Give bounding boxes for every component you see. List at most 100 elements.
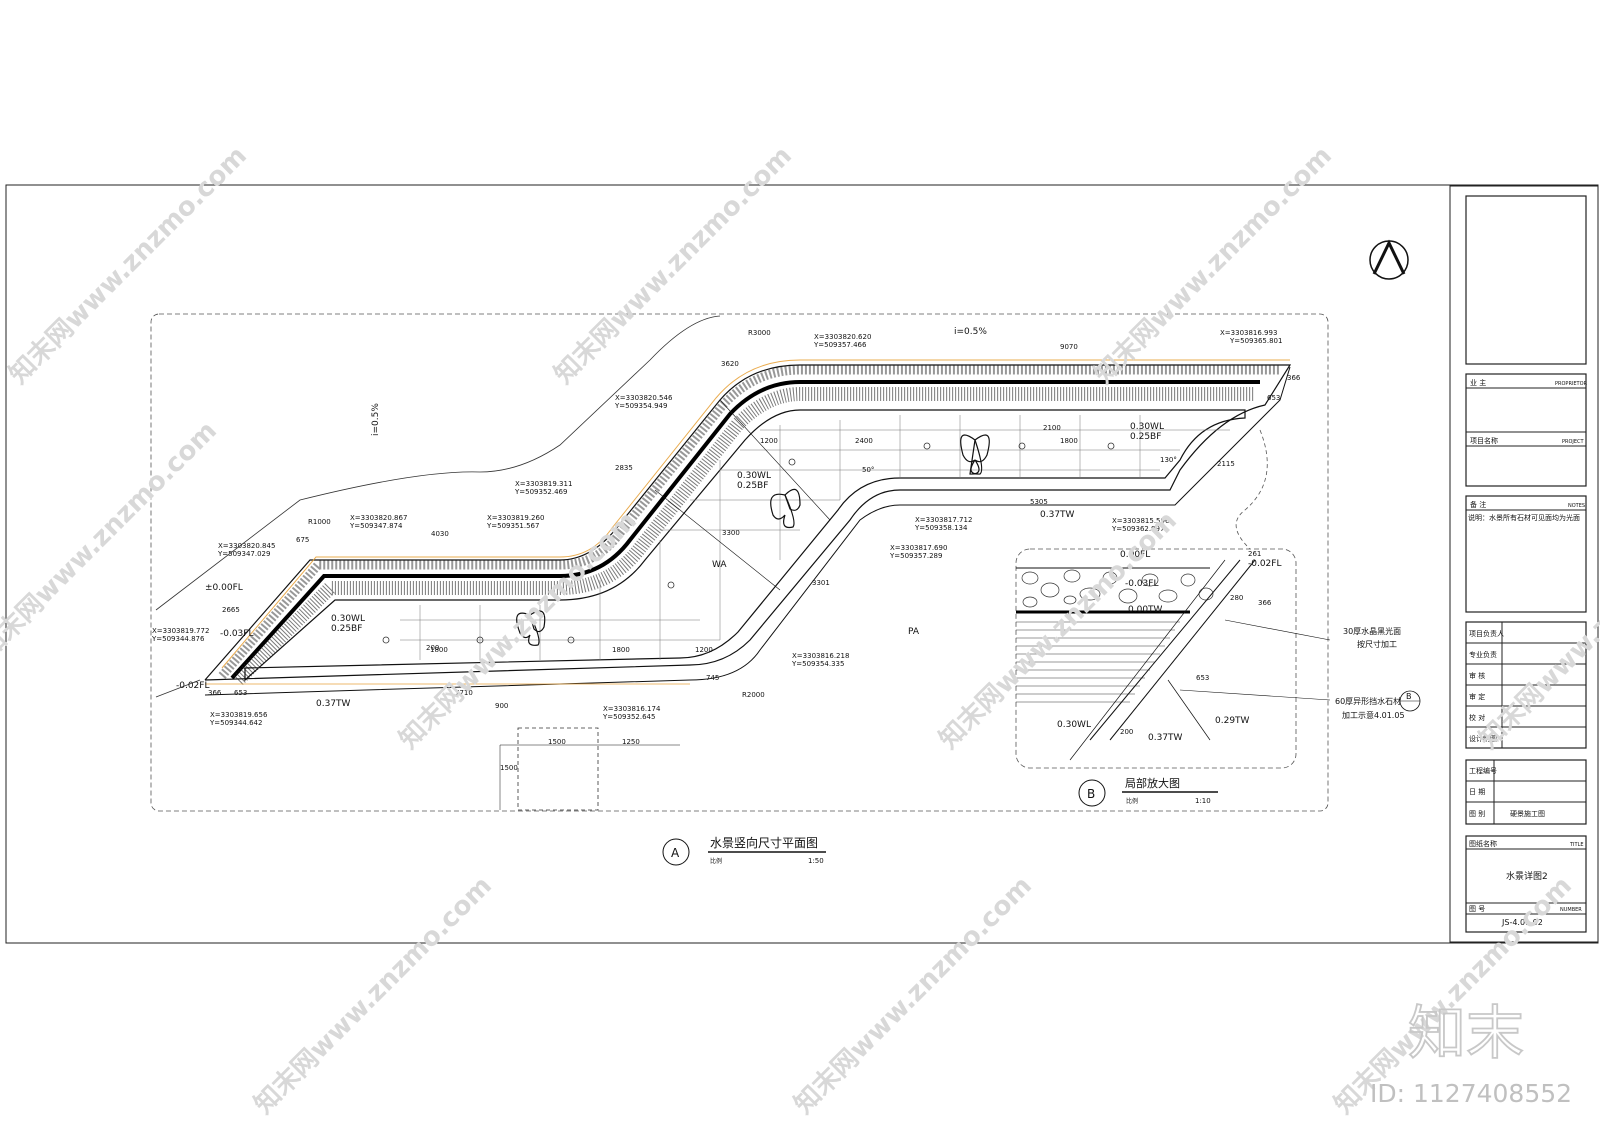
svg-text:X=3303819.311: X=3303819.311 <box>515 480 572 488</box>
tb-drawing-no-label: 图 号 <box>1469 905 1485 913</box>
tb-date: 日 期 <box>1469 788 1485 796</box>
svg-text:Y=509354.335: Y=509354.335 <box>791 660 844 668</box>
tb-category-value: 硬景施工图 <box>1510 809 1545 818</box>
detail-level: 0.30WL <box>1057 720 1091 730</box>
dim-label: 1800 <box>612 646 630 654</box>
plan-drawing: ±0.00FL -0.03FL -0.02FL 0.30WL 0.25BF 0.… <box>150 313 1329 866</box>
coordinate-label: X=3303820.546 Y=509354.949 <box>614 394 673 410</box>
detail-note: 加工示意4.01.05 <box>1342 710 1405 720</box>
tb-role: 校 对 <box>1469 713 1485 722</box>
svg-text:Y=509344.876: Y=509344.876 <box>151 635 205 643</box>
svg-text:Y=509351.567: Y=509351.567 <box>486 522 539 530</box>
drawing-b-scale-value: 1:10 <box>1195 797 1211 805</box>
tb-drawing-name-value: 水景详图2 <box>1506 870 1548 882</box>
svg-text:X=3303817.690: X=3303817.690 <box>890 544 947 552</box>
svg-text:Y=509358.134: Y=509358.134 <box>914 524 968 532</box>
svg-text:Y=509357.289: Y=509357.289 <box>889 552 942 560</box>
planter-box <box>517 727 599 811</box>
svg-text:X=3303819.260: X=3303819.260 <box>487 514 544 522</box>
dim-label: R2000 <box>742 691 765 699</box>
level-label: 0.25BF <box>331 624 362 634</box>
dim-label: 1800 <box>430 646 448 654</box>
drawing-a-title: 水景竖向尺寸平面图 <box>710 835 818 850</box>
svg-text:X=3303819.772: X=3303819.772 <box>152 627 209 635</box>
watermark-text: 知末网www.znzmo.com <box>549 141 798 390</box>
svg-text:Y=509352.469: Y=509352.469 <box>514 488 567 496</box>
dim-label: 1500 <box>500 764 518 772</box>
dim-label: R3000 <box>748 329 771 337</box>
watermark-text: 知末网www.znzmo.com <box>789 871 1038 1120</box>
detail-level: 0.29TW <box>1215 716 1250 726</box>
detail-dim: 653 <box>1196 674 1209 682</box>
svg-text:Y=509362.997: Y=509362.997 <box>1111 525 1164 533</box>
dim-label: 2400 <box>855 437 873 445</box>
dim-label: 366 <box>1287 374 1301 382</box>
sheet-border <box>5 184 1599 944</box>
dim-label: 130° <box>1160 456 1177 464</box>
tb-drawing-name-label: 图纸名称 <box>1469 839 1497 848</box>
dim-label: 366 <box>208 689 222 697</box>
dim-label: 1200 <box>695 646 713 654</box>
tb-notes-en: NOTES <box>1568 503 1585 509</box>
detail-level: 0.00TW <box>1128 605 1163 615</box>
watermark-text: 知末网www.znzmo.com <box>249 871 498 1120</box>
detail-dim: 261 <box>1248 550 1261 558</box>
coordinate-label: X=3303820.845 Y=509347.029 <box>217 542 275 558</box>
dim-label: 1200 <box>760 437 778 445</box>
stone-band <box>204 364 1292 681</box>
dim-label: 200 <box>426 644 439 652</box>
svg-text:X=3303816.993: X=3303816.993 <box>1220 329 1277 337</box>
tb-role: 专业负责 <box>1469 650 1497 659</box>
dim-label: R1000 <box>308 518 331 526</box>
dim-label: 2665 <box>222 606 240 614</box>
pebble-texture <box>1021 569 1214 608</box>
dim-label: 653 <box>1267 394 1280 402</box>
drawing-b-marker <box>1078 779 1106 807</box>
watermark-text: 知末网www.znzmo.com <box>1089 141 1338 390</box>
svg-text:Y=509347.874: Y=509347.874 <box>349 522 403 530</box>
detail-dim: 200 <box>1120 728 1133 736</box>
coordinate-label: X=3303819.772 Y=509344.876 <box>151 627 209 643</box>
svg-text:Y=509357.466: Y=509357.466 <box>813 341 867 349</box>
coordinate-label: X=3303816.174 Y=509352.645 <box>602 705 661 721</box>
coordinate-label: X=3303815.596 Y=509362.997 <box>1111 517 1170 533</box>
drawing-b-scale-label: 比例 <box>1126 797 1138 805</box>
detail-dim: 366 <box>1258 599 1272 607</box>
channel-edge <box>230 380 1260 680</box>
dim-label: 9070 <box>1060 343 1078 351</box>
drawing-a-scale-label: 比例 <box>710 857 722 865</box>
dim-label: 3300 <box>722 529 740 537</box>
dim-label: 3620 <box>721 360 739 368</box>
butterfly-sculpture-icon <box>770 488 801 529</box>
dim-label: 1250 <box>622 738 640 746</box>
detail-note: 60厚异形挡水石材 <box>1335 696 1401 706</box>
svg-text:X=3303820.546: X=3303820.546 <box>615 394 673 402</box>
coordinate-label: X=3303816.993 Y=509365.801 <box>1220 329 1282 345</box>
dim-label: 50° <box>862 466 874 474</box>
dim-label: 2835 <box>615 464 633 472</box>
coordinate-label: X=3303819.656 Y=509344.642 <box>209 711 268 727</box>
coordinate-label: X=3303819.311 Y=509352.469 <box>514 480 572 496</box>
drawing-a-marker <box>662 838 690 866</box>
butterfly-sculpture-icon <box>960 434 990 475</box>
tb-role: 项目负责人 <box>1469 629 1504 638</box>
coordinate-label: X=3303820.867 Y=509347.874 <box>349 514 407 530</box>
dim-label: 2100 <box>1043 424 1061 432</box>
dim-label: 5305 <box>1030 498 1048 506</box>
wa-label: WA <box>712 560 727 570</box>
tb-drawing-name-en: TITLE <box>1569 842 1584 848</box>
svg-text:Y=509365.801: Y=509365.801 <box>1229 337 1282 345</box>
svg-text:X=3303820.845: X=3303820.845 <box>218 542 275 550</box>
level-label: 0.30WL <box>331 614 365 624</box>
dim-label: 900 <box>495 702 508 710</box>
watermark-text: 知末网www.znzmo.com <box>4 141 253 390</box>
svg-text:X=3303817.712: X=3303817.712 <box>915 516 972 524</box>
detail-b-frame <box>1015 548 1297 769</box>
svg-text:X=3303815.596: X=3303815.596 <box>1112 517 1170 525</box>
site-boundary <box>155 315 721 611</box>
coordinate-label: X=3303817.712 Y=509358.134 <box>914 516 972 532</box>
drawing-b-letter: B <box>1087 787 1095 801</box>
level-label: -0.02FL <box>176 681 209 691</box>
tb-owner-en: PROPRIETOR <box>1555 381 1588 387</box>
pa-label: PA <box>908 627 920 637</box>
